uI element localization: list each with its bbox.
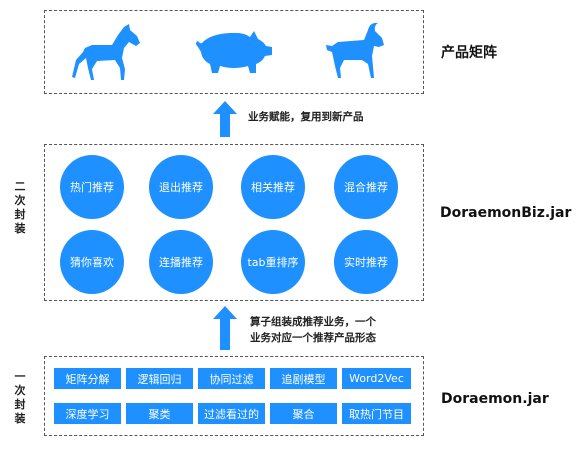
circle-related-recommend: 相关推荐 (241, 155, 305, 219)
biz-jar-label: DoraemonBiz.jar (440, 205, 572, 221)
circle-hot-recommend: 热门推荐 (60, 155, 124, 219)
base-side-label: 一次封装 (14, 370, 26, 425)
arrow-top-caption: 业务赋能，复用到新产品 (248, 111, 364, 123)
circle-autoplay-recommend: 连播推荐 (149, 230, 213, 294)
op-binge-model: 追剧模型 (270, 368, 337, 389)
circle-tab-rerank: tab重排序 (241, 230, 305, 294)
op-clustering: 聚类 (126, 403, 193, 424)
base-jar-label: Doraemon.jar (441, 391, 549, 407)
circle-exit-recommend: 退出推荐 (149, 155, 213, 219)
circle-mixed-recommend: 混合推荐 (334, 155, 398, 219)
goat-icon (326, 22, 384, 78)
op-deep-learning: 深度学习 (54, 403, 121, 424)
op-fetch-hot-programs: 取热门节目 (342, 403, 411, 424)
op-logistic-regression: 逻辑回归 (126, 368, 193, 389)
arrow-mid-caption-2: 业务对应一个推荐产品形态 (250, 332, 376, 344)
op-collaborative-filtering: 协同过滤 (198, 368, 265, 389)
op-aggregate: 聚合 (270, 403, 337, 424)
pig-icon (196, 31, 272, 73)
biz-side-label: 二次封装 (14, 180, 26, 235)
product-matrix-box (44, 10, 424, 94)
horse-icon (72, 24, 140, 80)
circle-guess-you-like: 猜你喜欢 (60, 230, 124, 294)
base-box (44, 356, 424, 436)
op-matrix-factorization: 矩阵分解 (54, 368, 121, 389)
circle-realtime-recommend: 实时推荐 (334, 230, 398, 294)
arrow-mid-caption-1: 算子组装成推荐业务，一个 (250, 316, 376, 328)
op-word2vec: Word2Vec (342, 368, 411, 389)
biz-box (44, 144, 424, 301)
arrow-up-top (213, 101, 237, 137)
product-matrix-label: 产品矩阵 (441, 45, 497, 61)
op-filter-watched: 过滤看过的 (198, 403, 265, 424)
arrow-up-middle (213, 306, 237, 350)
